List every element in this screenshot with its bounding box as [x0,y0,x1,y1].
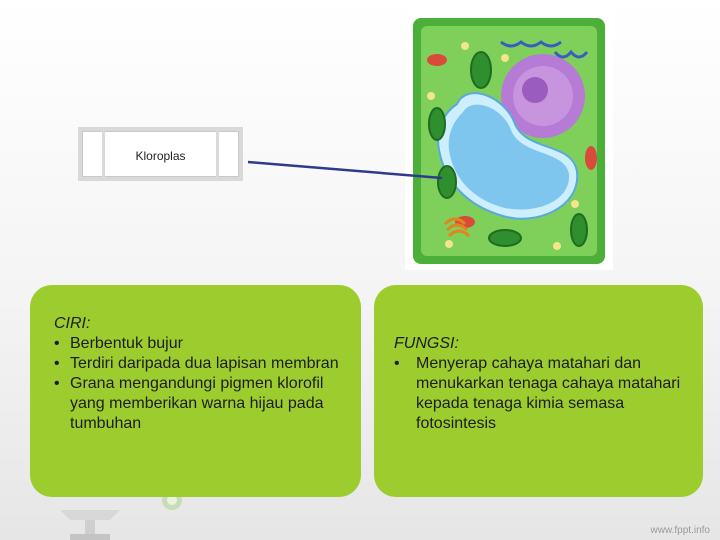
fungsi-item: Menyerap cahaya matahari dan menukarkan … [394,354,683,434]
plant-cell-icon [413,18,605,264]
ciri-list: Berbentuk bujur Terdiri daripada dua lap… [54,334,341,434]
ciri-panel: CIRI: Berbentuk bujur Terdiri daripada d… [30,285,361,497]
ciri-item: Berbentuk bujur [54,334,341,354]
fungsi-list: Menyerap cahaya matahari dan menukarkan … [394,354,683,434]
organelle-label-box: Kloroplas [78,127,243,181]
organelle-label-text: Kloroplas [135,149,186,163]
label-box-left-tab [82,131,105,177]
ciri-item: Grana mengandungi pigmen klorofil yang m… [54,374,341,434]
plant-cell-diagram [405,12,613,270]
fungsi-title: FUNGSI: [394,335,459,352]
ciri-item: Terdiri daripada dua lapisan membran [54,354,341,374]
watermark-text: www.fppt.info [650,525,710,536]
fungsi-panel: FUNGSI: Menyerap cahaya matahari dan men… [374,285,703,497]
label-box-right-tab [216,131,239,177]
ciri-title: CIRI: [54,315,91,332]
